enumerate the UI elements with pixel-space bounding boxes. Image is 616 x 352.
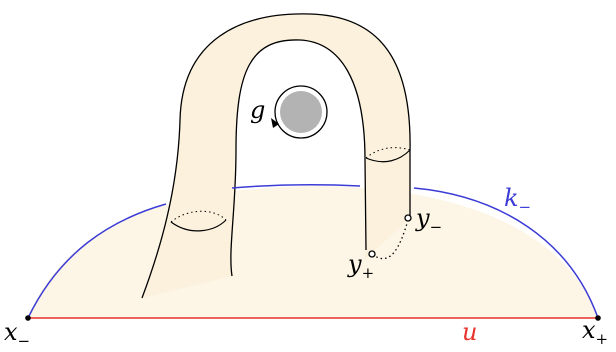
x-plus-point — [595, 315, 601, 321]
x-minus-point — [25, 315, 31, 321]
tube-inner-outline — [230, 39, 367, 277]
k-minus-curve-middle — [231, 183, 361, 189]
left-cross-section — [170, 219, 227, 232]
label-k-minus: k− — [504, 184, 531, 216]
label-x-plus-sub: + — [596, 330, 609, 348]
label-y-minus: y− — [415, 204, 442, 236]
label-k-minus-base: k — [504, 184, 519, 212]
label-x-minus-base: x — [4, 318, 18, 346]
label-y-plus-base: y — [347, 250, 362, 278]
label-y-plus-sub: + — [362, 264, 375, 282]
label-g: g — [250, 96, 265, 124]
k-minus-curve-right — [413, 187, 599, 319]
handle-tube — [142, 13, 411, 298]
label-x-plus-base: x — [582, 316, 596, 344]
k-minus-curve-left — [27, 203, 167, 319]
label-x-plus: x+ — [582, 316, 608, 348]
label-y-plus: y+ — [347, 250, 374, 282]
gray-disk — [280, 91, 322, 133]
tube-outer-outline — [141, 13, 411, 299]
label-y-minus-base: y — [415, 204, 430, 232]
y-minus-point — [404, 214, 412, 222]
right-cross-section — [365, 149, 411, 163]
y-plus-point — [368, 250, 376, 258]
left-cross-section-hidden — [170, 210, 227, 223]
y-dotted-arc — [371, 219, 409, 260]
label-k-minus-sub: − — [519, 198, 532, 216]
label-x-minus: x− — [4, 318, 30, 350]
label-u: u — [462, 318, 477, 346]
g-loop-arrowhead — [271, 118, 279, 128]
label-y-minus-sub: − — [430, 218, 443, 236]
label-x-minus-sub: − — [18, 332, 31, 350]
